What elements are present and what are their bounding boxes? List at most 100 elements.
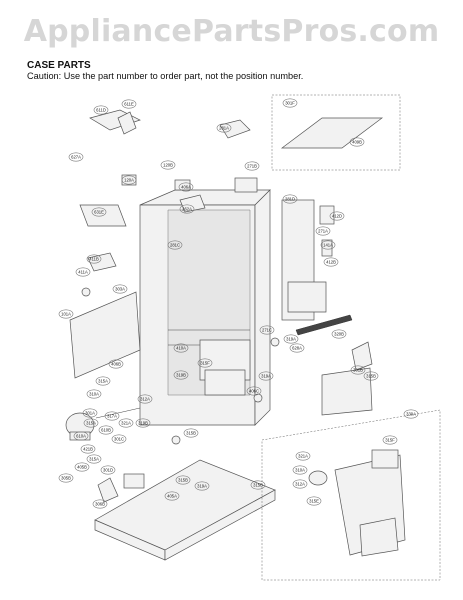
callout-label: 301B: [353, 368, 363, 373]
callout-bubble: [216, 123, 232, 133]
callout-label: 321A: [298, 454, 308, 459]
callout-bubble: [58, 309, 74, 319]
part-callout: 301B: [350, 365, 366, 375]
callout-label: 315A: [89, 457, 99, 462]
callout-label: 319A: [286, 337, 296, 342]
part-callout: 141A: [320, 240, 336, 250]
callout-label: 303A: [115, 287, 125, 292]
part-callout: 310A: [86, 389, 102, 399]
callout-bubble: [86, 254, 102, 264]
part-callout: 321A: [295, 451, 311, 461]
callout-bubble: [183, 428, 199, 438]
callout-bubble: [295, 451, 311, 461]
part-callout: 310A: [292, 465, 308, 475]
callout-bubble: [282, 194, 298, 204]
part-callout: 315A: [86, 454, 102, 464]
part-callout: 315A: [83, 418, 99, 428]
part-callout: 405B: [74, 462, 90, 472]
callout-label: 141A: [323, 243, 333, 248]
callout-bubble: [111, 434, 127, 444]
callout-label: 321A: [121, 421, 131, 426]
callout-bubble: [121, 175, 137, 185]
callout-bubble: [382, 435, 398, 445]
callout-bubble: [86, 389, 102, 399]
part-callout: 610B: [98, 425, 114, 435]
part-callout: 321A: [118, 418, 134, 428]
callout-bubble: [104, 411, 120, 421]
callout-bubble: [137, 394, 153, 404]
callout-bubble: [306, 496, 322, 506]
callout-bubble: [179, 204, 195, 214]
part-callout: 406B: [108, 359, 124, 369]
callout-label: 610B: [101, 428, 111, 433]
callout-bubble: [95, 376, 111, 386]
callout-bubble: [121, 99, 137, 109]
callout-bubble: [74, 462, 90, 472]
callout-label: 315A: [98, 379, 108, 384]
part-callout: 271A: [315, 226, 331, 236]
callout-label: 101A: [61, 312, 71, 317]
callout-label: 319B: [138, 421, 148, 426]
part-callout: 305B: [58, 473, 74, 483]
part-callout: 315B: [183, 428, 199, 438]
callout-label: 628A: [292, 346, 302, 351]
callout-bubble: [403, 409, 419, 419]
callout-label: 301C: [114, 437, 124, 442]
callout-label: 310A: [89, 392, 99, 397]
callout-bubble: [68, 152, 84, 162]
callout-label: 319B: [176, 373, 186, 378]
callout-label: 120A: [124, 178, 134, 183]
callout-label: 406C: [249, 389, 259, 394]
callout-bubble: [75, 267, 91, 277]
callout-label: 410A: [176, 346, 186, 351]
callout-bubble: [363, 371, 379, 381]
part-callout: 312A: [292, 479, 308, 489]
callout-bubble: [349, 137, 365, 147]
callout-label: 281A: [219, 126, 229, 131]
callout-bubble: [73, 431, 89, 441]
callout-bubble: [329, 211, 345, 221]
part-callout: 271B: [244, 161, 260, 171]
part-callout: 317A: [104, 411, 120, 421]
callout-label: 271C: [262, 328, 272, 333]
callout-label: 315A: [86, 421, 96, 426]
part-callout: 409B: [349, 137, 365, 147]
callout-label: 406A: [181, 185, 191, 190]
callout-bubble: [323, 257, 339, 267]
part-callout: 301D: [100, 465, 116, 475]
callout-label: 631E: [94, 210, 104, 215]
callout-bubble: [194, 481, 210, 491]
callout-label: 421B: [83, 447, 93, 452]
callout-label: 611E: [124, 102, 134, 107]
part-callout: 405A: [164, 491, 180, 501]
callout-label: 411B: [89, 257, 99, 262]
callout-label: 315E: [309, 499, 319, 504]
callout-bubble: [164, 491, 180, 501]
caution-note: Caution: Use the part number to order pa…: [27, 71, 304, 81]
part-callout: 101A: [58, 309, 74, 319]
part-callout: 315B: [175, 475, 191, 485]
part-callout: 306B: [92, 499, 108, 509]
callout-bubble: [258, 371, 274, 381]
part-callout: 319A: [194, 481, 210, 491]
callout-bubble: [173, 343, 189, 353]
evaporator-cover-group: [271, 94, 401, 321]
callout-bubble: [58, 473, 74, 483]
callout-label: 301D: [103, 468, 113, 473]
callout-label: 627A: [71, 155, 81, 160]
part-callout: 312A: [137, 394, 153, 404]
callout-label: 319A: [261, 374, 271, 379]
callout-bubble: [259, 325, 275, 335]
part-callout: 315F: [197, 358, 213, 368]
callout-bubble: [250, 480, 266, 490]
callout-label: 301F: [285, 101, 295, 106]
part-callout: 303A: [112, 284, 128, 294]
callout-bubble: [100, 465, 116, 475]
callout-bubble: [244, 161, 260, 171]
compressor-group: [65, 393, 263, 445]
part-callout: 319A: [258, 371, 274, 381]
callout-label: 411A: [78, 270, 88, 275]
ice-dispenser-group: [261, 409, 441, 581]
